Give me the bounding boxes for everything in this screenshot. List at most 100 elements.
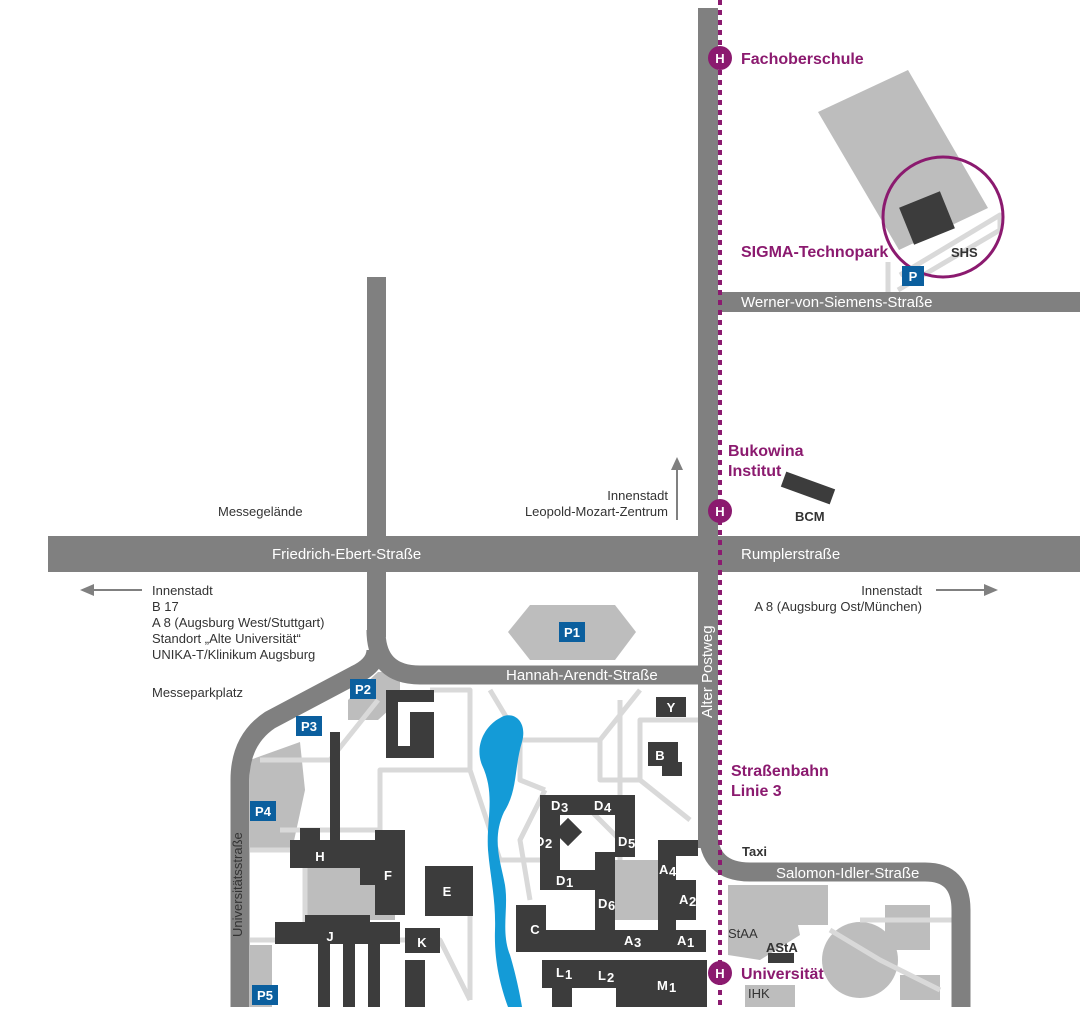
parking-sign-p3[interactable]: P3 <box>296 716 322 736</box>
street-werner-von-siemens: Werner-von-Siemens-Straße <box>741 294 932 311</box>
sigma-technopark-area <box>818 70 988 250</box>
direction-west-1: Innenstadt <box>152 583 213 598</box>
tram-stop-fachoberschule[interactable]: H <box>708 46 732 70</box>
building-label-d3: D 3 <box>551 798 568 815</box>
building-shs <box>899 191 955 245</box>
building-label-d2: D 2 <box>535 834 552 851</box>
building-m <box>616 960 707 1007</box>
arrow-west <box>80 584 142 596</box>
svg-text:4: 4 <box>604 800 612 815</box>
label-bcm: BCM <box>795 509 825 524</box>
parking-label: P4 <box>255 804 272 819</box>
parking-sign-p2[interactable]: P2 <box>350 679 376 699</box>
label-asta: AStA <box>766 940 798 955</box>
direction-west-3: A 8 (Augsburg West/Stuttgart) <box>152 615 324 630</box>
stop-label-bukowina-1: Bukowina <box>728 443 804 460</box>
building-f <box>360 830 405 915</box>
svg-text:L: L <box>556 965 564 980</box>
building-label-a1: A 1 <box>677 933 694 950</box>
svg-text:D: D <box>551 798 560 813</box>
building-label-d6: D 6 <box>598 896 615 913</box>
building-c <box>516 905 706 952</box>
building-a <box>658 840 698 935</box>
street-hannah-arendt: Hannah-Arendt-Straße <box>506 667 658 684</box>
street-universitaetsstrasse: Universitätsstraße <box>230 832 245 937</box>
buildings <box>275 191 955 1007</box>
svg-text:1: 1 <box>687 935 694 950</box>
tram-line-label-1: Straßenbahn <box>731 763 829 780</box>
street-salomon-idler: Salomon-Idler-Straße <box>776 865 919 882</box>
tram-line-label-2: Linie 3 <box>731 783 782 800</box>
building-e <box>425 866 473 916</box>
building-label-y: Y <box>667 700 676 715</box>
parking-sign-p1[interactable]: P1 <box>559 622 585 642</box>
label-messegelaende: Messegelände <box>218 504 303 519</box>
street-friedrich-ebert: Friedrich-Ebert-Straße <box>272 546 421 563</box>
parking-sign-p5[interactable]: P5 <box>252 985 278 1005</box>
arrow-north <box>671 457 683 520</box>
building-g <box>386 690 434 758</box>
svg-text:2: 2 <box>689 894 696 909</box>
svg-text:5: 5 <box>628 836 635 851</box>
building-d <box>540 795 635 932</box>
stop-label-bukowina-2: Institut <box>728 463 782 480</box>
direction-east-2: A 8 (Augsburg Ost/München) <box>754 599 922 614</box>
building-asta <box>768 953 794 963</box>
svg-text:D: D <box>594 798 603 813</box>
building-label-d5: D 5 <box>618 834 635 851</box>
parking-sign-p4[interactable]: P4 <box>250 801 276 821</box>
building-label-d1: D 1 <box>556 873 573 890</box>
road-werner-von-siemens <box>698 292 1080 312</box>
building-label-a3: A 3 <box>624 933 641 950</box>
building-label-j: J <box>326 929 333 944</box>
label-shs: SHS <box>951 245 978 260</box>
campus-circle <box>822 922 898 998</box>
direction-west-5: UNIKA-T/Klinikum Augsburg <box>152 647 315 662</box>
building-label-c: C <box>530 922 540 937</box>
svg-text:D: D <box>598 896 607 911</box>
building-label-h: H <box>315 849 324 864</box>
building-label-k: K <box>417 935 427 950</box>
street-alter-postweg: Alter Postweg <box>699 625 716 718</box>
svg-text:3: 3 <box>634 935 641 950</box>
road-vertical-main <box>698 8 718 848</box>
label-staa: StAA <box>728 926 758 941</box>
building-j <box>275 915 400 1007</box>
label-ihk: IHK <box>748 986 770 1001</box>
tram-stop-universitaet[interactable]: H <box>708 961 732 985</box>
direction-north-1: Innenstadt <box>607 488 668 503</box>
building-y <box>656 697 686 717</box>
road-hannah-arendt <box>366 629 708 685</box>
svg-text:A: A <box>659 862 669 877</box>
campus-building-ihk <box>745 985 795 1007</box>
tram-stop-bukowina[interactable]: H <box>708 499 732 523</box>
parking-sign-p[interactable]: P <box>902 266 924 286</box>
parking-label: P <box>909 269 918 284</box>
building-b <box>648 742 682 776</box>
building-h <box>290 732 380 868</box>
shs-highlight-circle <box>881 155 1005 279</box>
direction-east-1: Innenstadt <box>861 583 922 598</box>
building-label-f: F <box>384 868 392 883</box>
lake <box>479 715 524 1007</box>
direction-north-2: Leopold-Mozart-Zentrum <box>525 504 668 519</box>
parking-label: P1 <box>564 625 580 640</box>
svg-text:6: 6 <box>608 898 615 913</box>
svg-text:A: A <box>677 933 687 948</box>
svg-text:D: D <box>535 834 544 849</box>
svg-text:D: D <box>618 834 627 849</box>
campus-building-east-2 <box>885 905 930 950</box>
street-rumpler: Rumplerstraße <box>741 546 840 563</box>
stop-symbol: H <box>715 966 724 981</box>
stop-symbol: H <box>715 51 724 66</box>
building-bcm <box>780 471 836 505</box>
campus-area-east <box>728 885 800 960</box>
stop-label-universitaet: Universität <box>741 966 824 983</box>
svg-text:1: 1 <box>566 875 573 890</box>
svg-text:L: L <box>598 968 606 983</box>
svg-text:3: 3 <box>561 800 568 815</box>
building-label-a4: A 4 <box>659 862 677 879</box>
building-label-g: G <box>400 712 410 727</box>
road-messe-vertical <box>367 277 386 637</box>
